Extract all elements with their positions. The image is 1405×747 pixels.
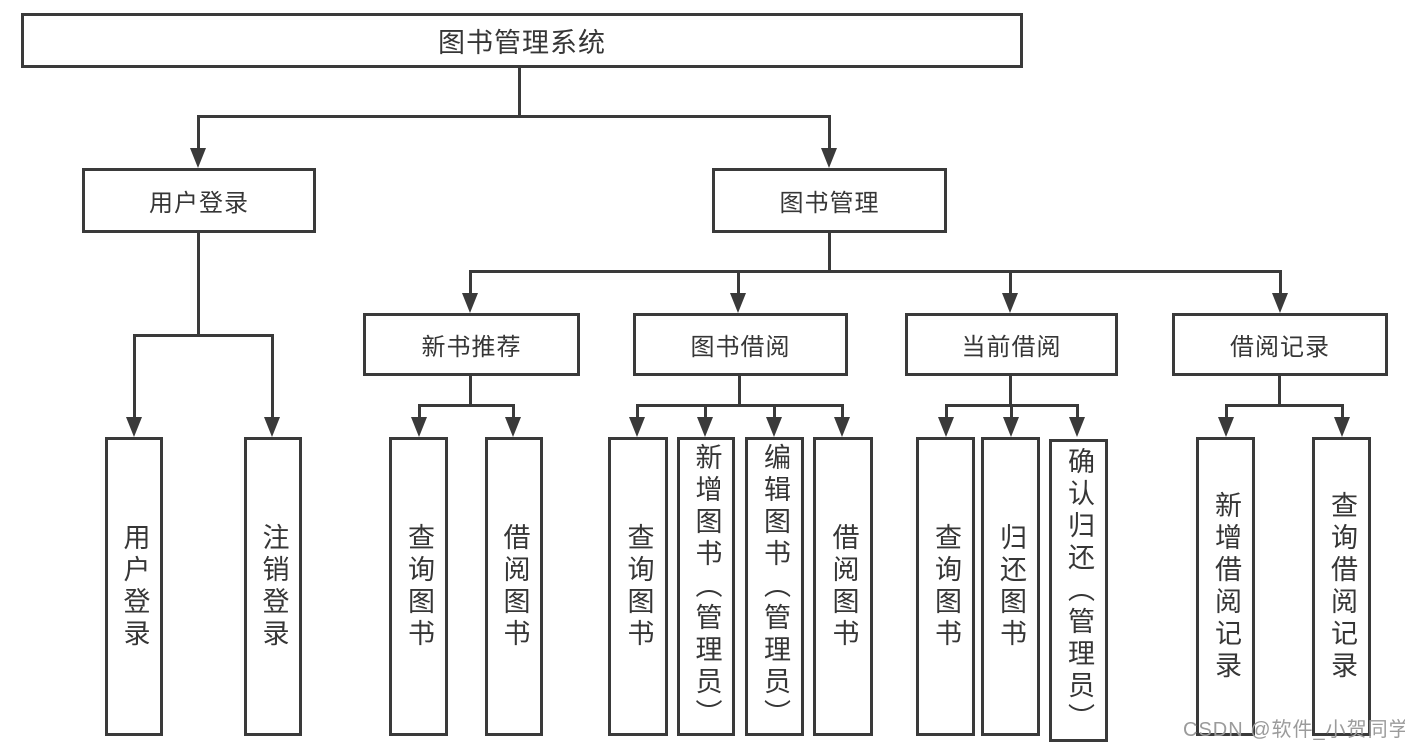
connector-current-drop-1 (945, 404, 948, 417)
node-add-books-admin: 新增图书（管理员） (677, 437, 735, 736)
connector-borrowing-drop-1 (636, 404, 639, 417)
node-library-system: 图书管理系统 (21, 13, 1023, 68)
arrow-to-logout (264, 417, 280, 437)
arrow-to-borrow-books-2 (834, 417, 850, 437)
node-book-borrowing: 图书借阅 (633, 313, 848, 376)
connector-bookmgmt-drop-2 (737, 270, 740, 293)
node-logout-login: 注销登录 (244, 437, 302, 736)
node-edit-books-admin-label: 编辑图书（管理员） (760, 442, 790, 731)
node-add-borrow-record: 新增借阅记录 (1196, 437, 1255, 736)
node-query-books-1-label: 查询图书 (404, 522, 434, 651)
connector-root-drop-right (828, 115, 831, 148)
node-confirm-return-admin: 确认归还（管理员） (1049, 439, 1108, 742)
connector-bookmgmt-stem (828, 233, 831, 273)
arrow-to-query-books-3 (938, 417, 954, 437)
node-book-management: 图书管理 (712, 168, 947, 233)
node-add-books-admin-label: 新增图书（管理员） (691, 442, 722, 731)
node-query-books-3: 查询图书 (916, 437, 975, 736)
arrow-to-borrowing-records (1272, 293, 1288, 313)
node-query-books-2-label: 查询图书 (623, 522, 654, 651)
arrow-to-new-book-recommendation (462, 293, 478, 313)
arrow-to-query-borrow-record (1334, 417, 1350, 437)
connector-records-rail (1225, 404, 1344, 407)
arrow-to-borrow-books-1 (505, 417, 521, 437)
arrow-to-add-books-admin (697, 417, 713, 437)
node-edit-books-admin: 编辑图书（管理员） (745, 437, 804, 736)
connector-borrowing-rail (636, 404, 844, 407)
connector-records-drop-2 (1341, 404, 1344, 417)
node-query-books-2: 查询图书 (608, 437, 668, 736)
arrow-to-query-books-1 (411, 417, 427, 437)
connector-current-drop-2 (1010, 404, 1013, 417)
connector-current-drop-3 (1076, 404, 1079, 417)
connector-bookmgmt-drop-4 (1279, 270, 1282, 293)
arrow-to-user-login-branch (190, 148, 206, 168)
arrow-to-book-management (821, 148, 837, 168)
arrow-to-add-borrow-record (1218, 417, 1234, 437)
arrow-to-book-borrowing (730, 293, 746, 313)
connector-borrowing-drop-3 (773, 404, 776, 417)
connector-borrowing-drop-4 (841, 404, 844, 417)
node-logout-login-label: 注销登录 (258, 522, 289, 651)
connector-newbook-drop-1 (418, 404, 421, 417)
node-query-books-3-label: 查询图书 (931, 522, 961, 651)
arrow-to-query-books-2 (629, 417, 645, 437)
connector-bookmgmt-rail (469, 270, 1282, 273)
node-confirm-return-admin-label: 确认归还（管理员） (1064, 446, 1094, 735)
node-query-borrow-record: 查询借阅记录 (1312, 437, 1371, 736)
node-new-book-recommendation: 新书推荐 (363, 313, 580, 376)
connector-borrowing-drop-2 (704, 404, 707, 417)
node-user-login-label: 用户登录 (119, 522, 150, 651)
watermark: CSDN @软件_小贺同学 (1183, 719, 1405, 741)
node-user-login: 用户登录 (105, 437, 163, 736)
arrow-to-confirm-return-admin (1069, 417, 1085, 437)
connector-newbook-drop-2 (512, 404, 515, 417)
arrow-to-user-login (126, 417, 142, 437)
connector-records-stem (1278, 376, 1281, 407)
connector-userlogin-drop-1 (133, 334, 136, 417)
node-add-borrow-record-label: 新增借阅记录 (1211, 490, 1241, 683)
connector-current-stem (1009, 376, 1012, 407)
connector-newbook-stem (469, 376, 472, 407)
node-user-login-branch: 用户登录 (82, 168, 316, 233)
connector-records-drop-1 (1225, 404, 1228, 417)
connector-bookmgmt-drop-3 (1009, 270, 1012, 293)
connector-userlogin-stem (197, 233, 200, 337)
node-borrow-books-1-label: 借阅图书 (499, 522, 530, 651)
connector-borrowing-stem (738, 376, 741, 407)
connector-bookmgmt-drop-1 (469, 270, 472, 293)
connector-root-stem (518, 66, 521, 118)
connector-userlogin-drop-2 (271, 334, 274, 417)
node-borrow-books-1: 借阅图书 (485, 437, 543, 736)
node-borrow-books-2: 借阅图书 (813, 437, 873, 736)
connector-root-drop-left (197, 115, 200, 148)
connector-newbook-rail (418, 404, 515, 407)
arrow-to-return-books (1003, 417, 1019, 437)
node-borrow-books-2-label: 借阅图书 (828, 522, 859, 651)
connector-root-rail (197, 115, 831, 118)
node-return-books: 归还图书 (981, 437, 1040, 736)
node-return-books-label: 归还图书 (996, 522, 1026, 651)
node-query-books-1: 查询图书 (389, 437, 448, 736)
node-query-borrow-record-label: 查询借阅记录 (1327, 490, 1357, 683)
node-borrowing-records: 借阅记录 (1172, 313, 1388, 376)
connector-userlogin-rail (133, 334, 274, 337)
arrow-to-edit-books-admin (766, 417, 782, 437)
node-current-borrowing: 当前借阅 (905, 313, 1118, 376)
arrow-to-current-borrowing (1002, 293, 1018, 313)
